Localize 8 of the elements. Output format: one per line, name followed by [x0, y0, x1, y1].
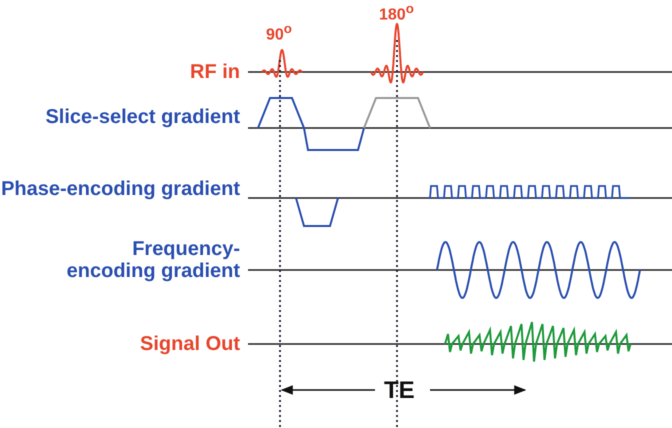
- pulse-angle-label: 90$^{o}$: [266, 20, 292, 46]
- pulse-angle-label: 180$^{o}$: [379, 0, 414, 26]
- signal-label: Phase-encoding gradient: [0, 178, 240, 200]
- signal-label: RF in: [190, 61, 240, 83]
- dimension-label: TE: [384, 378, 415, 404]
- signal-label: Signal Out: [140, 333, 240, 355]
- signal-label: Slice-select gradient: [44, 106, 240, 128]
- signal-label: Frequency-encoding gradient: [66, 238, 240, 282]
